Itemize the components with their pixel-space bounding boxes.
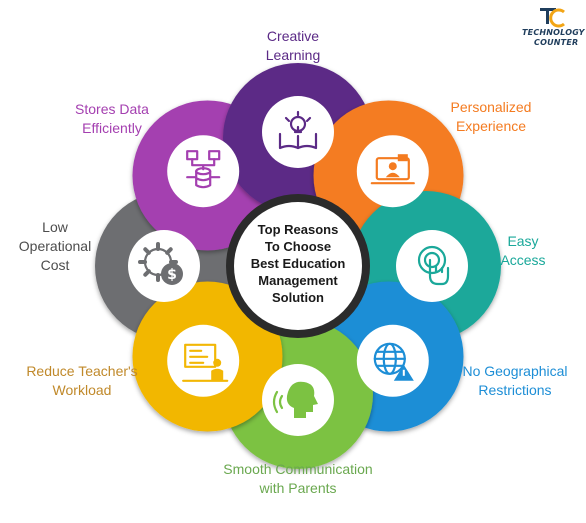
label-line: Personalized	[450, 99, 532, 115]
label-line: Efficiently	[82, 120, 142, 136]
label-line: Operational	[18, 238, 92, 254]
petal-ring: $	[95, 63, 501, 469]
teacher-board-icon	[167, 324, 240, 397]
label-line: Creative	[266, 28, 320, 44]
icon-disc	[356, 324, 429, 397]
icon-disc	[356, 135, 429, 208]
logo-mark-icon	[540, 8, 565, 28]
icon-disc	[167, 135, 240, 208]
label-line: Learning	[265, 47, 321, 63]
label-line: Access	[500, 252, 546, 268]
logo-text-line1: TECHNOLOGY	[522, 28, 585, 37]
label-line: Cost	[40, 257, 70, 273]
label-line: Stores Data	[75, 101, 149, 117]
center-title-line: Best Education	[251, 256, 346, 271]
label-smooth-communication: Smooth Communication with Parents	[208, 460, 388, 498]
center-disc	[234, 202, 362, 330]
speaking-head-icon	[262, 364, 334, 436]
label-line: Low	[42, 219, 68, 235]
gear-dollar-icon: $	[128, 230, 200, 302]
label-line: Easy	[507, 233, 539, 249]
database-network-icon	[167, 135, 240, 208]
laptop-user-icon	[356, 135, 429, 208]
label-line: with Parents	[259, 480, 337, 496]
technology-counter-logo: TECHNOLOGY COUNTER	[520, 6, 584, 52]
label-line: No Geographical	[462, 363, 568, 379]
logo-text-line2: COUNTER	[534, 38, 579, 47]
label-line: Reduce Teacher's	[26, 363, 138, 379]
label-line: Restrictions	[478, 382, 552, 398]
center-title-line: Management	[258, 273, 338, 288]
globe-warning-icon	[356, 324, 429, 397]
center-title-line: To Choose	[265, 239, 331, 254]
label-line: Smooth Communication	[223, 461, 373, 477]
icon-disc	[128, 230, 200, 302]
center-title-line: Solution	[272, 290, 324, 305]
icon-disc	[167, 324, 240, 397]
touch-hand-icon	[396, 230, 468, 302]
svg-text:$: $	[167, 267, 177, 283]
label-line: Experience	[455, 118, 527, 134]
center-title-line: Top Reasons	[258, 222, 339, 237]
book-lightbulb-icon	[262, 96, 334, 168]
label-line: Workload	[52, 382, 112, 398]
